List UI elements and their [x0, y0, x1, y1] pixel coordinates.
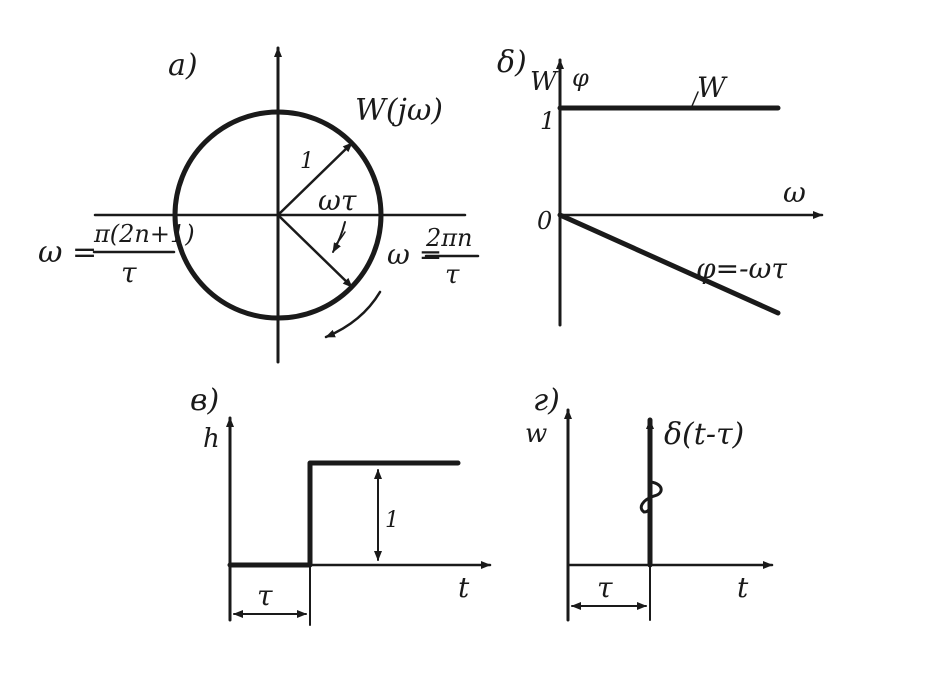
panel-b: δ) W φ 1 0 ω W φ=-ωτ: [497, 45, 824, 327]
tick-label-one: 1: [540, 107, 555, 135]
panel-d-x-label: t: [737, 571, 749, 604]
panel-a-label: а): [168, 48, 198, 83]
panel-c-y-label: h: [203, 424, 220, 454]
curve-label-w-jomega: W(jω): [355, 93, 443, 128]
left-numerator: π(2n+1): [93, 220, 195, 248]
radius-vector-upper: [276, 141, 354, 217]
panel-d-y-label: w: [525, 419, 547, 449]
tick-label-zero: 0: [537, 207, 552, 235]
impulse-label: δ(t-τ): [664, 417, 744, 452]
angle-label: ωτ: [318, 184, 357, 217]
panel-c-x-label: t: [458, 571, 470, 604]
angle-tick: [335, 231, 346, 245]
right-denominator: τ: [445, 260, 460, 290]
panel-b-y-label-w: W: [530, 67, 559, 97]
panel-b-label: δ): [497, 45, 527, 80]
magnitude-line-label: W: [697, 71, 728, 104]
radius-label: 1: [300, 149, 314, 174]
impulse-loop-mark: [639, 480, 663, 514]
delay-label: τ: [257, 579, 273, 612]
left-denominator: τ: [121, 256, 137, 289]
phase-line: [557, 212, 781, 316]
unit-circle: [172, 109, 384, 321]
step-response: [227, 460, 461, 568]
panel-a: а) W(jω) 1 ωτ ω = π(2n+1) τ ω = 2πn τ: [38, 46, 480, 364]
panel-c: в) h t 1 τ: [190, 383, 492, 626]
angle-arc: [332, 221, 346, 253]
rotation-arrow: [324, 290, 382, 339]
step-height-label: 1: [385, 508, 399, 533]
phase-line-label: φ=-ωτ: [696, 252, 787, 285]
panel-c-label: в): [190, 383, 219, 418]
left-omega-label: ω =: [38, 235, 97, 270]
panel-b-x-label: ω: [783, 176, 806, 209]
magnitude-leader: [691, 91, 699, 107]
right-omega-label: ω =: [387, 238, 442, 271]
impulse-delay-label: τ: [597, 571, 613, 604]
radius-vector-lower: [276, 213, 354, 289]
panel-d: г) w t δ(t-τ) τ: [525, 383, 774, 622]
right-numerator: 2πn: [425, 224, 473, 252]
panel-d-label: г): [533, 383, 560, 418]
panel-b-y-label-phi: φ: [572, 64, 589, 92]
